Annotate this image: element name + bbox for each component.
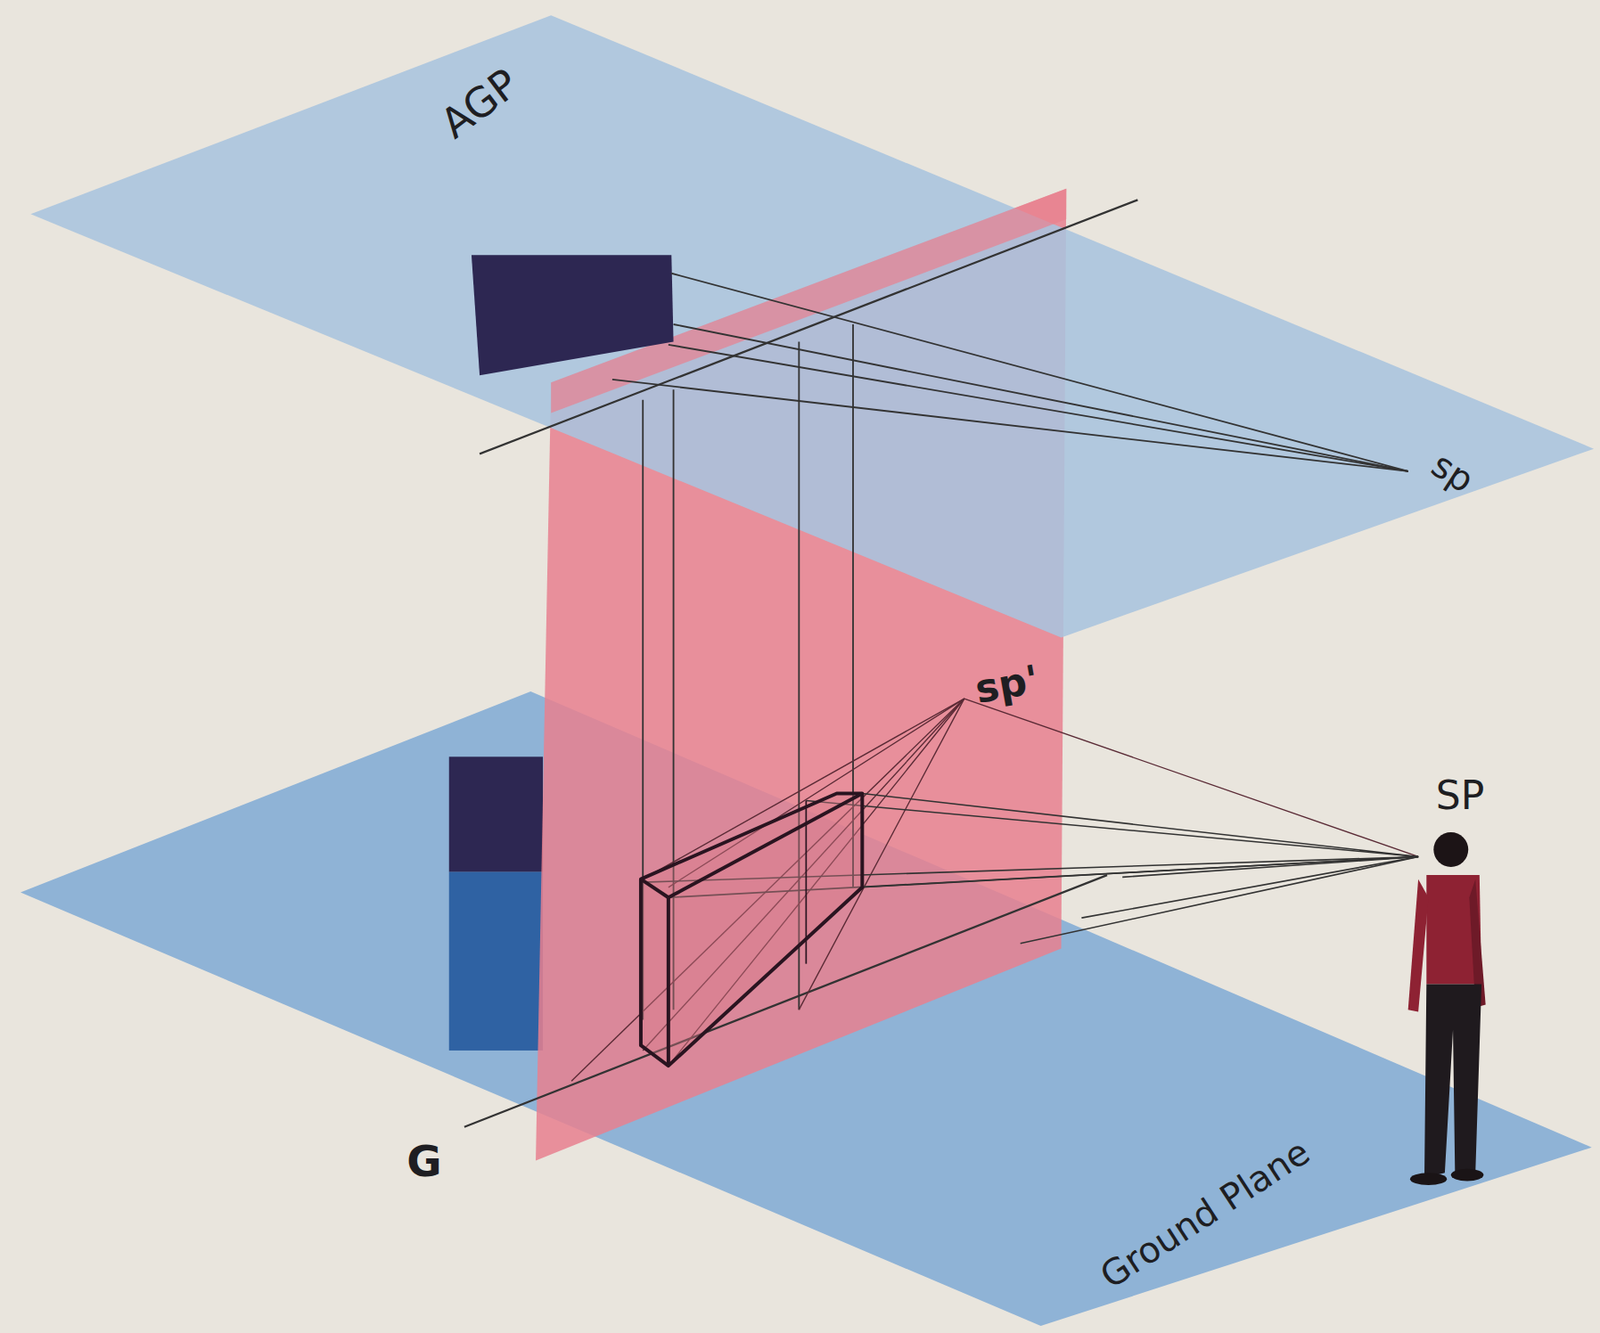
sight-ray xyxy=(1020,856,1419,944)
box-edge xyxy=(640,879,669,899)
plane-label: Ground Plane xyxy=(1094,1133,1316,1295)
figure-arm xyxy=(1408,879,1429,1013)
station-point-label: sp' xyxy=(972,659,1043,710)
plan-ray xyxy=(668,344,1409,472)
ground-block-top xyxy=(449,756,543,872)
figure-foot xyxy=(1410,1173,1447,1186)
plan-square xyxy=(471,254,674,376)
horizon-ray xyxy=(964,698,1419,857)
figure-legs xyxy=(1424,984,1482,1179)
observer-figure xyxy=(1408,832,1486,1186)
plan-ray xyxy=(612,379,1409,472)
vanishing-ray xyxy=(571,698,965,1082)
ground-line-label: G xyxy=(406,1140,442,1183)
auxiliary-ground-plane xyxy=(30,15,1594,638)
ground-block-bottom xyxy=(449,872,543,1051)
plane-label: AGP xyxy=(434,61,526,145)
figure-head xyxy=(1433,832,1469,868)
station-point-label: sp xyxy=(1426,446,1481,500)
box-edge xyxy=(666,897,671,1067)
sight-ray xyxy=(1122,856,1419,878)
perspective-box xyxy=(640,794,862,1067)
box-edge xyxy=(668,794,862,899)
plan-ray xyxy=(673,324,1409,472)
plan-ray xyxy=(671,273,1408,472)
box-hidden-edge xyxy=(805,801,808,965)
sight-ray xyxy=(805,801,1419,858)
vanishing-rays xyxy=(571,698,1419,1082)
box-outline xyxy=(640,794,862,1067)
sight-ray xyxy=(861,794,1419,858)
plan-rays xyxy=(612,273,1409,472)
station-point-label: SP xyxy=(1435,776,1485,816)
sight-ray xyxy=(1081,856,1419,919)
figure-foot xyxy=(1451,1169,1485,1182)
